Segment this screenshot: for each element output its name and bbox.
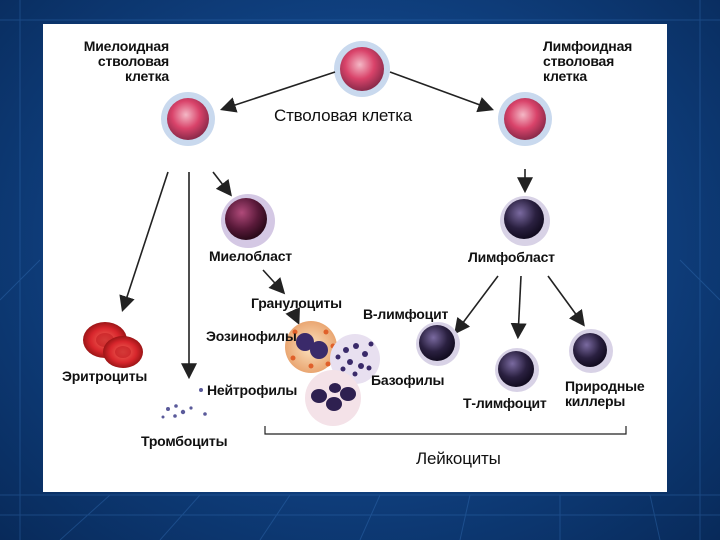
lymphoblast-label: Лимфобласт (468, 249, 555, 265)
neutrophils-label: Нейтрофилы (207, 382, 298, 398)
leukocytes-bracket (264, 426, 627, 435)
stem-cell-label: Стволовая клетка (274, 106, 413, 125)
t-lymphocyte-cell (495, 348, 539, 392)
platelets-cells (161, 388, 207, 419)
arrows (119, 71, 585, 380)
basophil-cell (330, 334, 380, 384)
diagram-panel: Миелоидная стволовая клетка Лимфоидная с… (43, 24, 667, 492)
myeloid-stem-cell (161, 92, 215, 146)
erythrocytes-cells (83, 322, 143, 368)
eosinophil-cell (285, 321, 337, 373)
myeloid-label-line3: клетка (125, 68, 169, 84)
lymphoid-label-line1: Лимфоидная (543, 38, 633, 54)
myeloid-label-line1: Миелоидная (83, 38, 169, 54)
myeloid-label: Миелоидная стволовая клетка (45, 39, 169, 84)
erythrocytes-label: Эритроциты (62, 368, 148, 384)
leukocytes-label: Лейкоциты (416, 449, 501, 468)
lymphoid-stem-cell (498, 92, 552, 146)
lymphoid-label: Лимфоидная стволовая клетка (543, 39, 632, 84)
nk-label: Природные киллеры (565, 378, 645, 409)
nk-cell (569, 329, 613, 373)
lymphoid-label-line3: клетка (543, 68, 587, 84)
b-lymphocyte-cell (416, 322, 460, 366)
stem-cell (334, 41, 390, 97)
platelets-label: Тромбоциты (141, 433, 228, 449)
lymphoid-label-line2: стволовая (543, 53, 615, 69)
nk-label-line2: киллеры (565, 393, 626, 409)
neutrophil-cell (305, 370, 361, 426)
diagram-drawing (83, 41, 627, 435)
nk-label-line1: Природные (565, 378, 645, 394)
myeloblast-cell (221, 194, 275, 248)
t-lymphocyte-label: Т-лимфоцит (463, 395, 547, 411)
granulocytes-label: Гранулоциты (251, 295, 342, 311)
myeloid-label-line2: стволовая (97, 53, 169, 69)
basophils-label: Базофилы (371, 372, 445, 388)
lymphoblast-cell (500, 196, 550, 246)
eosinophils-label: Эозинофилы (206, 328, 297, 344)
b-lymphocyte-label: В-лимфоцит (363, 306, 449, 322)
myeloblast-label: Миелобласт (209, 248, 292, 264)
